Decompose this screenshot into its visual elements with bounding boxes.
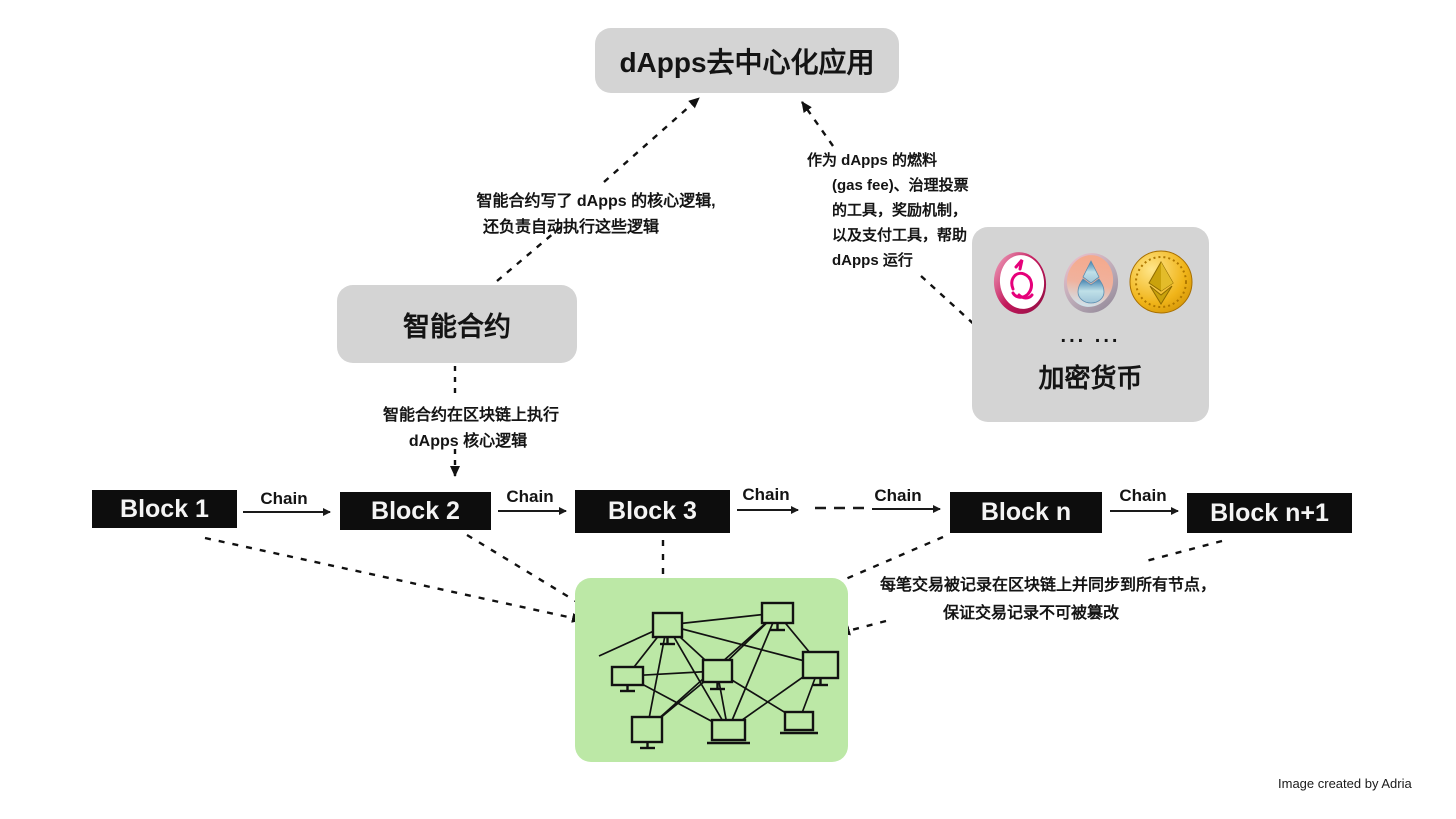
block-2: Block 2	[340, 492, 491, 530]
annotation-transactions-sync-line2: 保证交易记录不可被篡改	[942, 605, 1119, 622]
block-n-plus-1: Block n+1	[1187, 493, 1352, 533]
smart-contract-box: 智能合约	[337, 285, 577, 363]
credit-text: Image created by Adria	[1278, 776, 1412, 791]
computer-node-icon	[610, 601, 840, 750]
chain-label-4: Chain	[874, 486, 922, 505]
block-n: Block n	[950, 492, 1102, 533]
block-3: Block 3	[575, 490, 730, 533]
p2p-network-diagram	[598, 601, 840, 750]
annotation-transactions-sync-line1: 每笔交易被记录在区块链上并同步到所有节点，	[880, 577, 1217, 594]
annotation-crypto-to-dapps-line5: dApps 运行	[832, 252, 913, 269]
annotation-smart-contract-to-dapps-line1: 智能合约写了 dApps 的核心逻辑,	[476, 193, 716, 210]
annotation-smart-contract-to-dapps-line2: 还负责自动执行这些逻辑	[482, 219, 659, 236]
crypto-ellipsis: ... ...	[1060, 325, 1121, 347]
annotation-smart-contract-to-blockchain-line2: dApps 核心逻辑	[408, 433, 528, 450]
chain-label-5: Chain	[1119, 486, 1167, 505]
annotation-smart-contract-to-blockchain-line1: 智能合约在区块链上执行	[382, 407, 559, 424]
dapps-box: dApps去中心化应用	[595, 28, 899, 93]
crypto-box-label: 加密货币	[1038, 363, 1143, 393]
chain-label-2: Chain	[506, 487, 554, 506]
ethereum-gold-coin-icon	[1129, 250, 1192, 314]
smart-contract-box-label: 智能合约	[403, 311, 511, 342]
coin-row	[989, 247, 1193, 317]
annotation-crypto-to-dapps-line1: 作为 dApps 的燃料	[807, 152, 937, 169]
p2p-network-box	[575, 578, 848, 762]
uniswap-coin-icon	[993, 252, 1046, 314]
crypto-box: ... ... 加密货币	[972, 227, 1209, 422]
chain-label-1: Chain	[260, 489, 308, 508]
annotation-crypto-to-dapps-line3: 的工具，奖励机制，	[832, 202, 968, 219]
chain-label-3: Chain	[742, 485, 790, 504]
dapps-box-label: dApps去中心化应用	[619, 46, 875, 78]
annotation-crypto-to-dapps-line4: 以及支付工具，帮助	[832, 227, 968, 244]
ethereum-drop-silver-coin-icon	[1063, 253, 1118, 313]
block-1: Block 1	[92, 490, 237, 528]
annotation-crypto-to-dapps-line2: (gas fee)、治理投票	[832, 177, 969, 194]
